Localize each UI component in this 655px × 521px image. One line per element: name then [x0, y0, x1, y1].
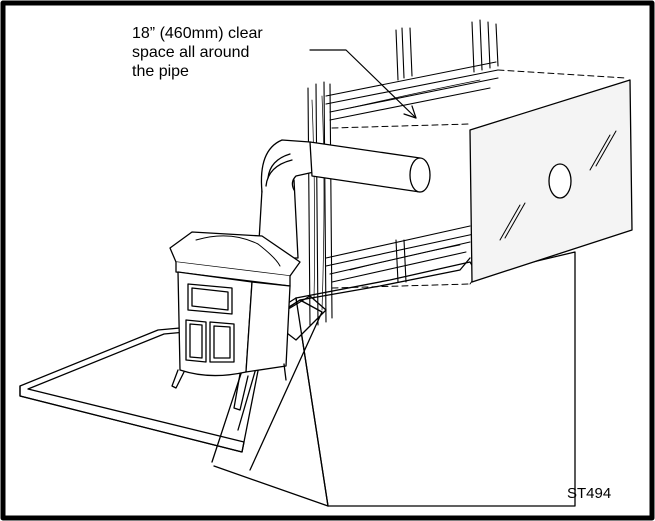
clearance-callout-text: 18” (460mm) clear space all around the p…: [132, 25, 263, 80]
heat-shield-panel: [469, 79, 633, 283]
callout-leader: [309, 49, 417, 119]
wood-stove: [169, 231, 301, 411]
pipe-opening: [548, 163, 572, 199]
wall-structure: [211, 251, 576, 507]
framing-studs: [307, 19, 499, 326]
flue-pipe: [257, 139, 431, 259]
figure-code: ST494: [567, 485, 612, 502]
